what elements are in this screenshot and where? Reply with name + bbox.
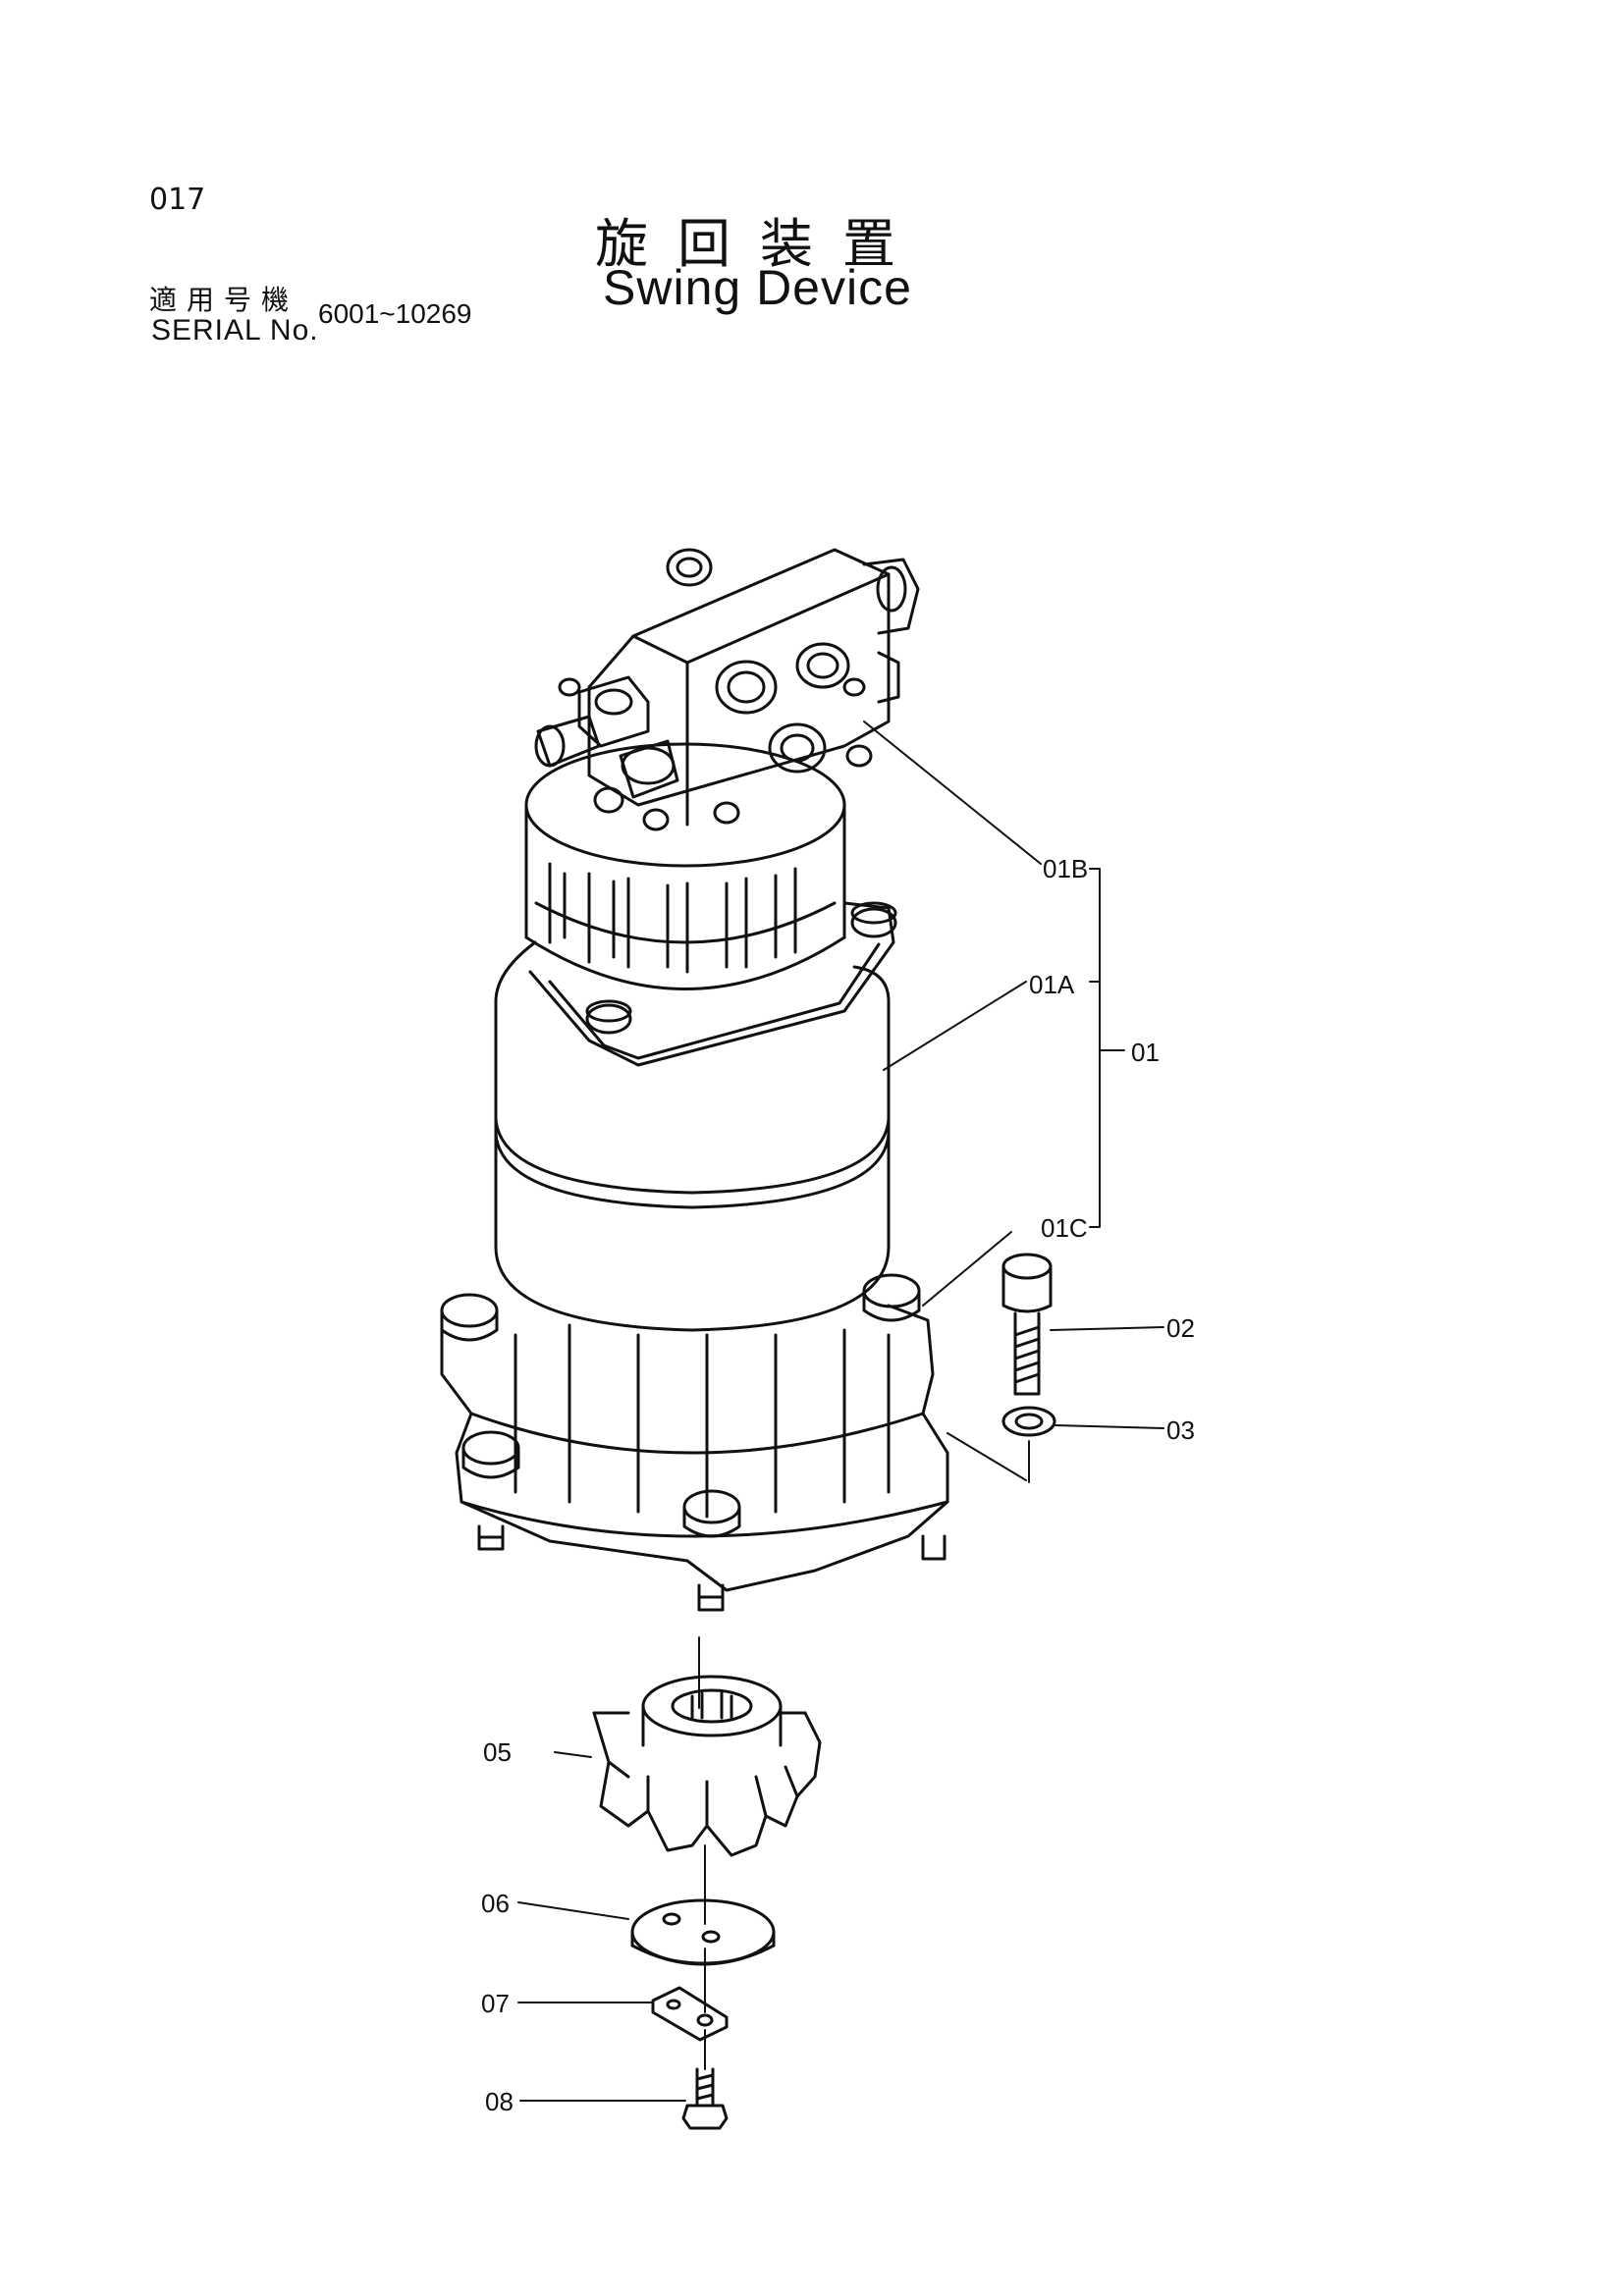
callout-01B: 01B (1043, 854, 1089, 883)
hydraulic-motor-housing (524, 742, 897, 1067)
bolt-08 (681, 2067, 729, 2130)
valve-block-01B (534, 548, 920, 831)
callout-08: 08 (485, 2087, 514, 2116)
title-japanese: 旋回装置 (595, 213, 925, 275)
leader-lines (517, 721, 1164, 2102)
pinion-gear-05 (592, 1675, 822, 1857)
assembly-axis-line (698, 1440, 1030, 2070)
callout-03: 03 (1166, 1415, 1195, 1445)
base-flange (440, 1273, 949, 1612)
callout-07: 07 (481, 1989, 510, 2018)
reduction-gear-drum (494, 940, 891, 1332)
page-number: 017 (149, 183, 206, 217)
serial-label-english: SERIAL No. (151, 314, 319, 347)
title-english: Swing Device (603, 260, 912, 315)
lock-plate-07 (651, 1986, 729, 2042)
end-plate-06 (630, 1898, 776, 1966)
callout-06: 06 (481, 1889, 510, 1918)
callout-01C: 01C (1041, 1213, 1088, 1243)
serial-label-japanese: 適用号機 (149, 284, 299, 316)
callout-01A: 01A (1029, 970, 1075, 999)
spring-washer-03 (1001, 1406, 1056, 1437)
callout-01: 01 (1131, 1038, 1160, 1067)
callout-02: 02 (1166, 1313, 1195, 1343)
callout-05: 05 (483, 1737, 512, 1767)
serial-range: 6001~10269 (318, 298, 472, 329)
bolt-02 (1001, 1253, 1053, 1396)
